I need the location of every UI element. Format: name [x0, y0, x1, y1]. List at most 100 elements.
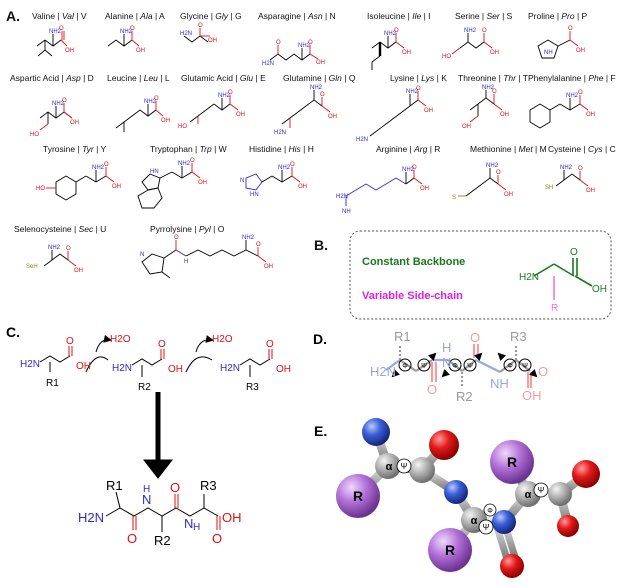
e-psi-ring-2 [478, 519, 494, 535]
svg-text:H2N: H2N [180, 31, 192, 37]
svg-text:H2N: H2N [336, 194, 348, 200]
svg-text:HO: HO [442, 54, 451, 60]
svg-text:OH: OH [586, 188, 595, 194]
c-water-2: H2O [212, 334, 233, 345]
svg-text:NH2: NH2 [120, 29, 133, 35]
svg-text:O: O [416, 86, 421, 92]
svg-text:OH: OH [136, 48, 145, 54]
svg-text:OH: OH [316, 60, 325, 66]
e-r-2: R [445, 542, 455, 558]
structure-arginine [345, 170, 423, 206]
svg-text:OH: OH [462, 124, 471, 130]
panel-b-h2n: H2N [519, 272, 539, 283]
e-psi-2: Ψ [483, 523, 490, 532]
svg-text:O: O [228, 90, 233, 96]
structure-histidine [245, 167, 301, 191]
e-ball-oxygen4 [557, 515, 579, 537]
e-phi: Φ [487, 508, 493, 515]
panel-e: E. [314, 418, 600, 578]
label-proline: Proline | Pro | P [528, 11, 588, 21]
svg-text:OH: OH [586, 112, 595, 118]
structure-valine [36, 31, 68, 57]
svg-text:NH2: NH2 [52, 101, 65, 107]
e-ball-oxygen2 [500, 554, 524, 578]
e-psi-ring-1 [396, 458, 412, 474]
tripeptide-o2: O [170, 480, 180, 495]
structure-tyrosine [46, 167, 115, 201]
panel-b-label: B. [314, 237, 328, 253]
label-threonine: Threonine | Thr | T [458, 73, 528, 83]
label-lysine: Lysine | Lys | K [390, 73, 447, 83]
panel-a-label: A. [6, 8, 20, 24]
c-mol1-oh: OH [76, 361, 91, 372]
structure-isoleucine [371, 33, 405, 70]
panel-b-oh: OH [592, 284, 607, 295]
svg-text:NH2: NH2 [406, 89, 419, 95]
svg-text:N: N [240, 178, 244, 184]
svg-text:NH2: NH2 [178, 161, 191, 167]
c-mol3-oh: OH [276, 364, 291, 375]
label-glutamic-acid: Glutamic Acid | Glu | E [181, 73, 266, 83]
d-r2: R2 [456, 389, 473, 404]
c-mol2-h2n: H2N [112, 363, 132, 374]
e-ball-r3 [490, 440, 534, 484]
label-asparagine: Asparagine | Asn | N [258, 11, 336, 21]
svg-text:HN: HN [150, 169, 159, 175]
tripeptide-r1: R1 [106, 478, 123, 493]
svg-text:NH2: NH2 [218, 93, 231, 99]
panel-d-label: D. [313, 331, 327, 347]
svg-text:NH2: NH2 [144, 99, 157, 105]
e-r-3: R [507, 454, 517, 470]
tripeptide-r3: R3 [200, 478, 217, 493]
svg-text:NH2: NH2 [486, 163, 499, 169]
structure-lysine [369, 91, 427, 137]
svg-text:NH2: NH2 [92, 165, 105, 171]
svg-text:O: O [276, 40, 281, 46]
e-ball-carbonyl1 [409, 457, 435, 483]
e-psi-1: Ψ [401, 462, 408, 471]
panel-c: C. H [6, 324, 291, 548]
structure-leucine [115, 101, 164, 132]
svg-text:O: O [394, 28, 399, 34]
c-mol2-r2: R2 [138, 382, 151, 393]
label-glutamine: Glutamine | Gln | Q [283, 73, 356, 83]
svg-text:NH2: NH2 [566, 93, 579, 99]
panel-a [36, 28, 612, 320]
svg-text:NH2: NH2 [402, 167, 415, 173]
svg-text:O: O [66, 246, 71, 252]
svg-text:NH2: NH2 [48, 245, 61, 251]
svg-text:NH2: NH2 [464, 28, 477, 34]
panel-b-o: O [570, 247, 578, 258]
svg-text:O: O [578, 166, 583, 172]
label-tryptophan: Tryptophan | Trp | W [150, 144, 227, 154]
c-mol2-o: O [158, 339, 166, 350]
e-alpha-1: α [386, 461, 393, 473]
c-mol1-r1: R1 [46, 378, 59, 389]
structure-serine [451, 33, 493, 55]
svg-text:NH: NH [544, 50, 553, 56]
svg-text:O: O [308, 40, 313, 46]
svg-text:H2N: H2N [274, 130, 286, 136]
label-isoleucine: Isoleucine | Ile | I [367, 11, 431, 21]
svg-text:N: N [140, 252, 144, 258]
d-o1: O [427, 382, 437, 397]
svg-text:O: O [59, 26, 64, 32]
svg-text:NH2: NH2 [298, 43, 311, 49]
svg-text:OH: OH [298, 184, 307, 190]
svg-text:O: O [130, 26, 135, 32]
svg-text:O: O [568, 26, 573, 32]
structure-asparagine [269, 45, 319, 61]
d-o2: O [470, 330, 480, 345]
structure-cysteine [555, 170, 589, 187]
svg-text:OH: OH [424, 108, 433, 114]
svg-text:O: O [492, 89, 497, 95]
tripeptide-n2: N [184, 516, 193, 531]
label-aspartic-acid: Aspartic Acid | Asp | D [10, 73, 94, 83]
d-phi-2: Φ [452, 363, 458, 370]
svg-text:H2N: H2N [262, 61, 274, 67]
d-phi-3: Φ [507, 363, 513, 370]
d-oh: OH [522, 388, 542, 403]
c-mol1-o: O [66, 336, 74, 347]
structure-proline [537, 31, 579, 59]
svg-text:S: S [452, 195, 456, 201]
